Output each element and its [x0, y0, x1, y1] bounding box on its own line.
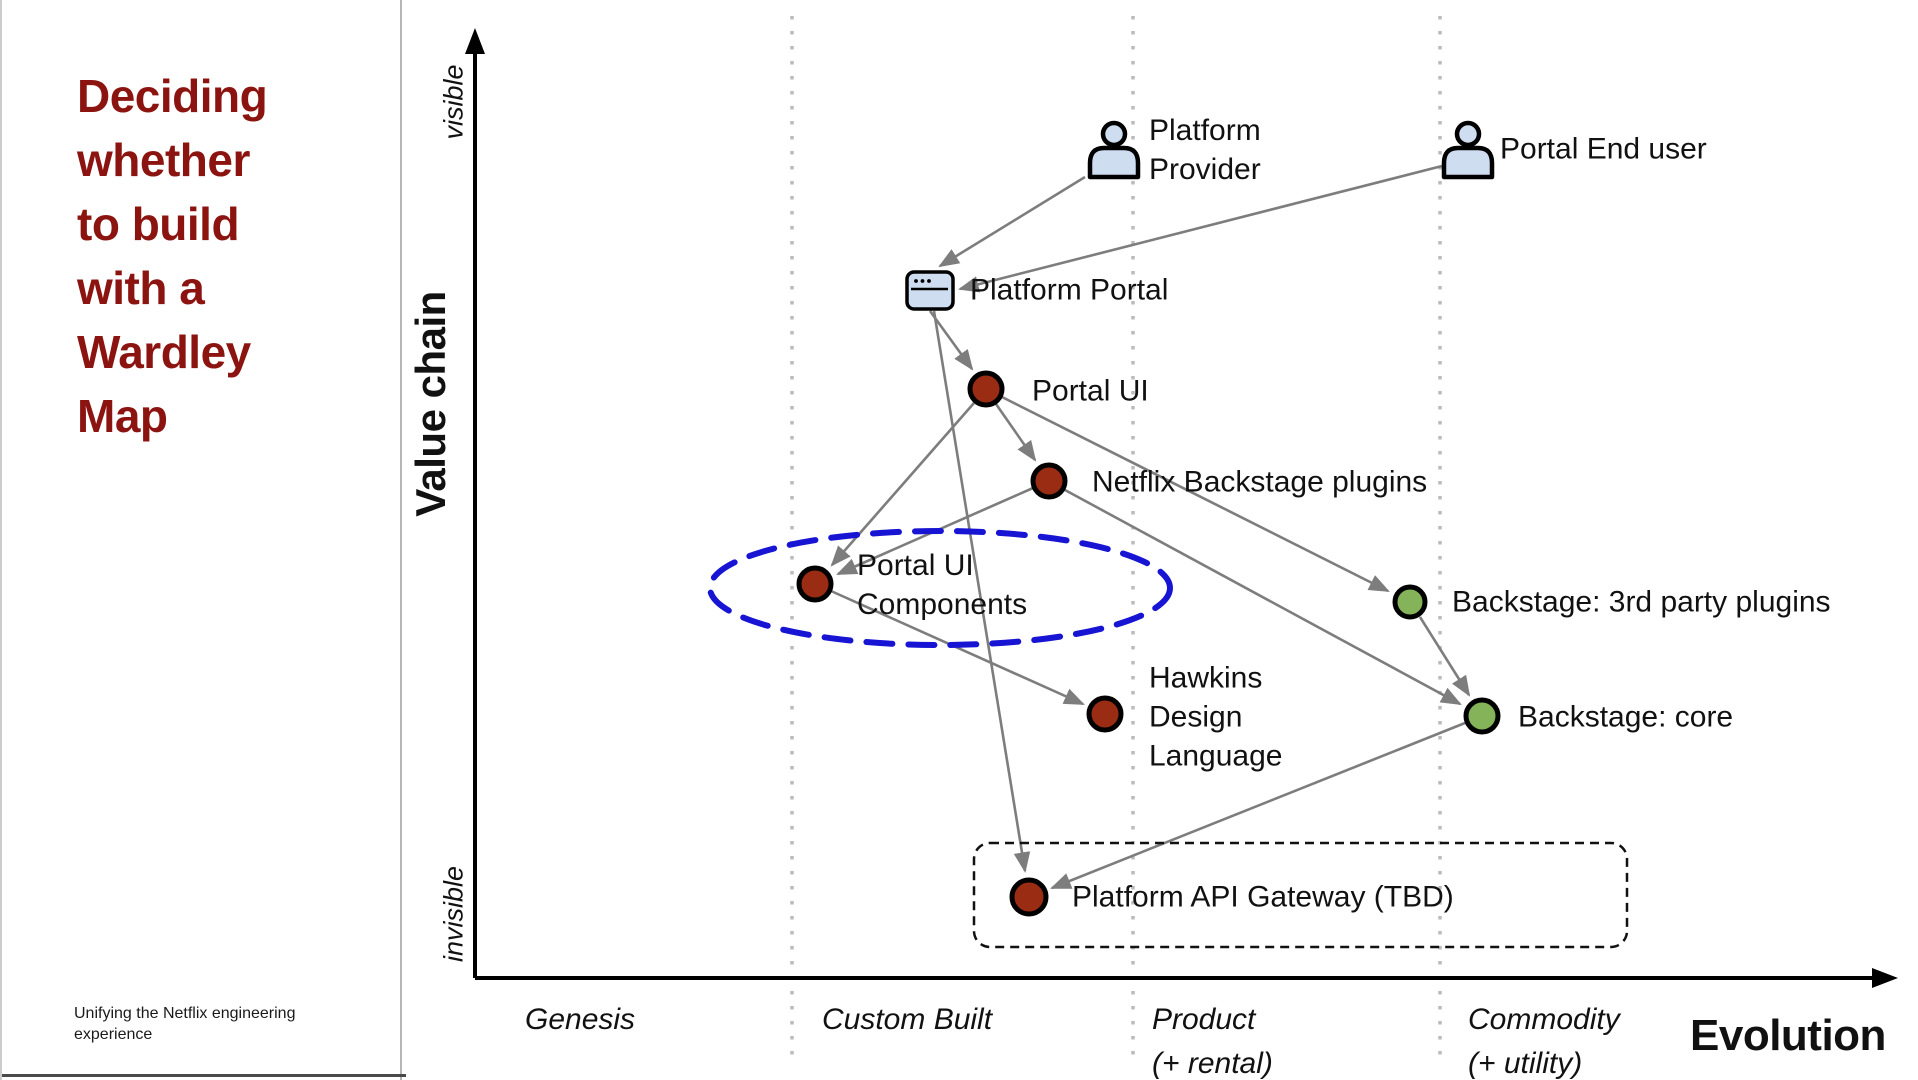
- node-label-platform-api-gateway: Platform API Gateway (TBD): [1072, 880, 1454, 914]
- sidebar-bottom-accent: [2, 1074, 406, 1077]
- edge-portalui-to-3rdparty: [1001, 395, 1390, 593]
- node-label-platform-portal: Platform Portal: [970, 273, 1169, 307]
- edge-portalui-to-components: [830, 402, 975, 567]
- node-portal-ui-components: [796, 565, 834, 603]
- y-axis-title: Value chain: [407, 291, 454, 517]
- edge-core-to-gateway: [1050, 721, 1466, 890]
- y-axis-invisible-label: invisible: [438, 865, 469, 963]
- x-axis-title: Evolution: [1690, 1011, 1886, 1060]
- stage-label-commodity: Commodity (+ utility): [1468, 1003, 1620, 1080]
- node-platform-api-gateway: [1009, 877, 1049, 917]
- stage-label-genesis: Genesis: [525, 1003, 636, 1036]
- stage-label-product: Product (+ rental): [1152, 1003, 1273, 1080]
- node-backstage-3rd-party-plugins: [1392, 584, 1428, 620]
- node-label-backstage-core: Backstage: core: [1518, 700, 1734, 734]
- sidebar: Deciding whether to build with a Wardley…: [2, 0, 406, 1080]
- edges: [830, 164, 1471, 890]
- node-portal-ui: [967, 370, 1005, 408]
- node-label-portal-ui: Portal UI: [1032, 374, 1149, 408]
- slide-footer: Unifying the Netflix engineering experie…: [74, 1005, 296, 1044]
- node-label-hawkins-design-language: Hawkins Design Language: [1149, 661, 1283, 773]
- edge-3rdparty-to-core: [1418, 616, 1471, 697]
- node-backstage-core: [1463, 697, 1501, 735]
- y-axis-arrowhead: [465, 28, 485, 54]
- edge-provider-to-portal: [938, 175, 1086, 268]
- highlight-ellipse-portal-ui-components: [707, 528, 1173, 648]
- node-hawkins-design-language: [1086, 695, 1124, 733]
- node-label-portal-end-user: Portal End user: [1500, 132, 1707, 166]
- edge-portal-to-gateway: [932, 310, 1031, 874]
- edge-plugins-to-core: [1064, 488, 1462, 706]
- node-label-backstage-3rd-party-plugins: Backstage: 3rd party plugins: [1452, 585, 1831, 619]
- node-label-portal-ui-components: Portal UI Components: [857, 549, 1028, 621]
- node-netflix-backstage-plugins: [1030, 462, 1068, 500]
- edge-portal-to-portalui: [928, 310, 974, 371]
- highlight-box-api-gateway: [972, 841, 1629, 949]
- stage-boundary-lines: [790, 16, 1442, 1062]
- window-icon-platform-portal: [905, 270, 955, 311]
- node-label-platform-provider: Platform Provider: [1149, 114, 1261, 186]
- person-icon-platform-provider: [1087, 120, 1141, 180]
- x-axis-arrowhead: [1872, 968, 1898, 988]
- axes: [465, 28, 1898, 988]
- slide-title: Deciding whether to build with a Wardley…: [77, 70, 268, 442]
- node-label-netflix-backstage-plugins: Netflix Backstage plugins: [1092, 465, 1428, 499]
- edge-portalui-to-plugins: [994, 403, 1037, 462]
- y-axis-visible-label: visible: [438, 64, 469, 140]
- stage-label-custom-built: Custom Built: [822, 1003, 993, 1036]
- nodes: [796, 370, 1501, 917]
- person-icon-portal-end-user: [1441, 120, 1495, 180]
- edge-enduser-to-portal: [957, 164, 1443, 293]
